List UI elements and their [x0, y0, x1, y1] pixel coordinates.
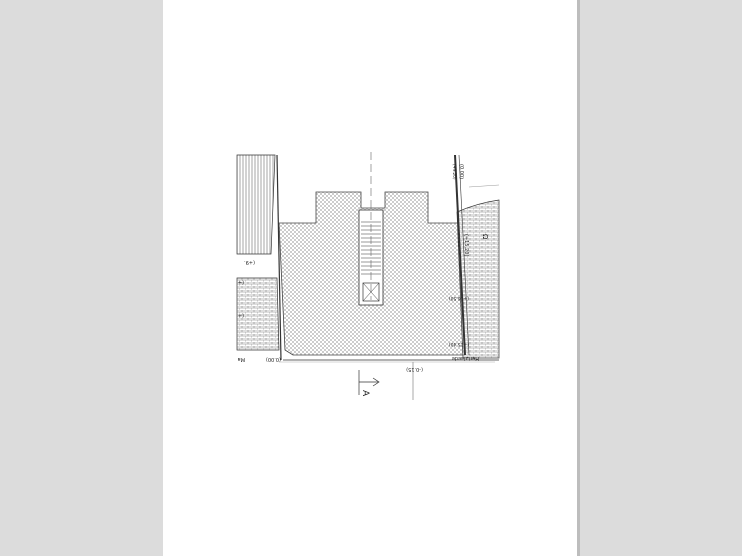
- label-top-right-small: (+9.20): [452, 164, 457, 180]
- left-neighbour-bottom: [236, 277, 280, 351]
- right-neighbour: [456, 199, 500, 359]
- label-street-name: Hertzlaede: [452, 355, 479, 361]
- section-marker: A: [358, 370, 380, 397]
- label-top-right-level: (0.00): [458, 164, 464, 179]
- floor-plan-drawing: A (0.00) (+9.20) (+15.20) Ω (+16.50) (+1…: [236, 152, 500, 400]
- label-right-mid-level: (+15.20): [463, 234, 469, 256]
- label-left-top-level: (+9.: [244, 259, 255, 265]
- section-marker-label: A: [360, 390, 370, 397]
- label-left-bottom-text: Ma: [238, 356, 245, 362]
- page-edge-shadow: [577, 0, 580, 556]
- left-neighbour-top: [236, 154, 276, 255]
- label-left-bottom-level: (0.00): [266, 356, 281, 362]
- label-right-bottom-level: (+15.40): [449, 341, 469, 347]
- label-right-tag: Ω: [481, 234, 489, 240]
- document-page: A (0.00) (+9.20) (+15.20) Ω (+16.50) (+1…: [163, 0, 577, 556]
- label-left-lower-level: (+: [238, 312, 244, 318]
- label-bottom-level: (-0.15): [406, 366, 423, 372]
- label-right-lower-level: (+16.50): [449, 295, 469, 301]
- label-left-mid-level: (+: [238, 279, 244, 285]
